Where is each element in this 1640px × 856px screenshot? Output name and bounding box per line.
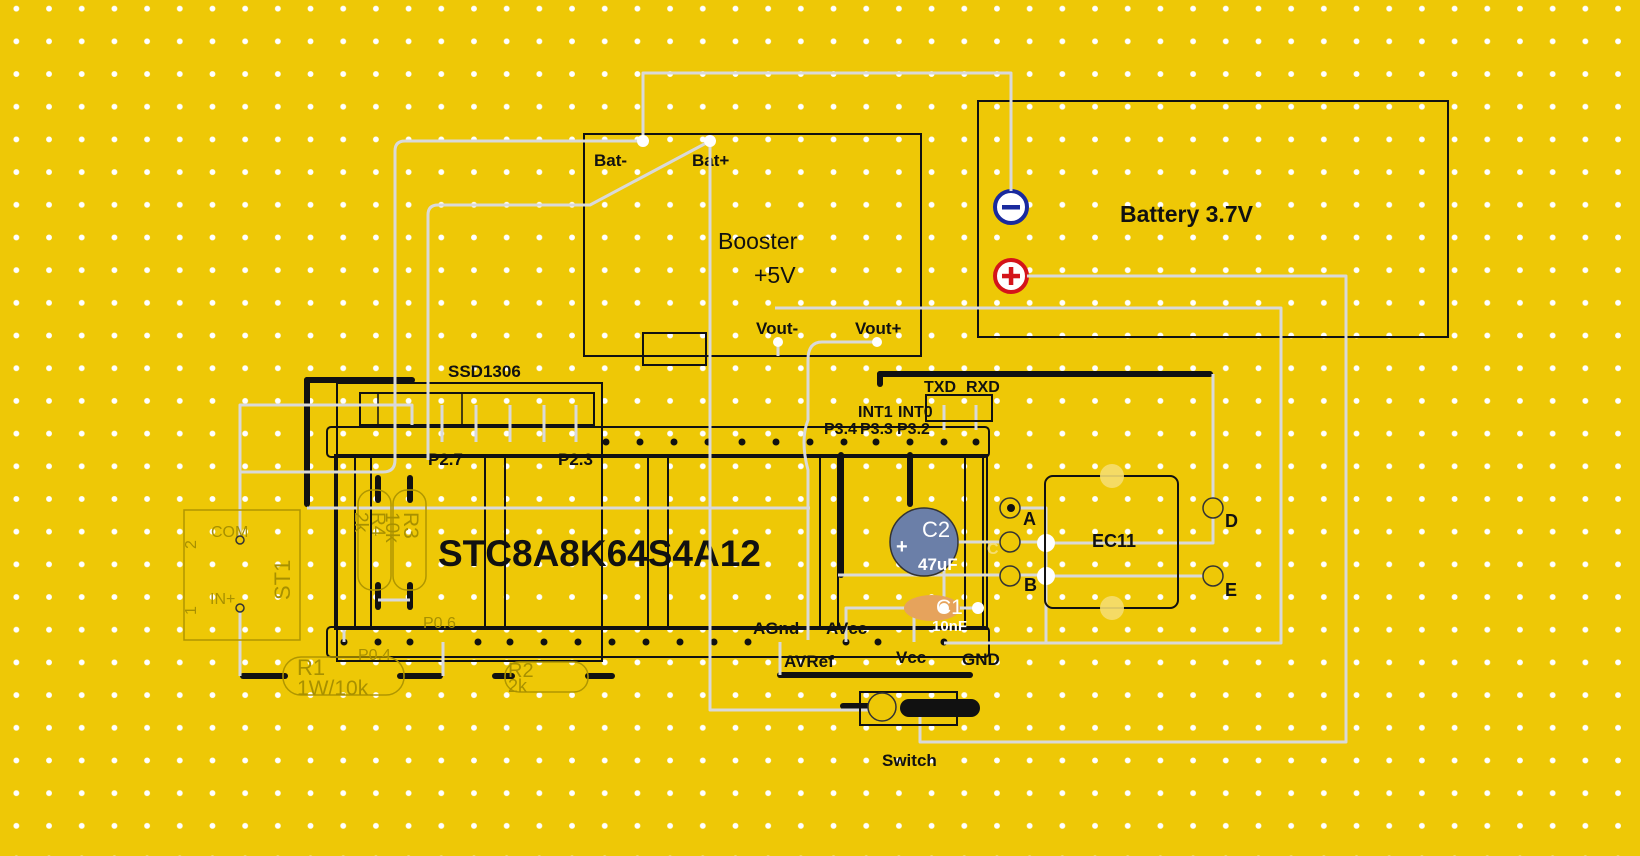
wire-joints — [637, 135, 1055, 614]
booster-title: Booster — [718, 228, 798, 254]
minus-sign-icon — [1002, 205, 1020, 210]
booster-pin-bat-minus: Bat- — [594, 151, 627, 170]
r4-value: 2k — [350, 512, 371, 533]
plus-sign-v-icon — [1008, 267, 1014, 285]
booster-voltage: +5V — [754, 262, 796, 288]
encoder-pin-a: A — [1023, 509, 1036, 529]
r3-body — [392, 489, 427, 591]
encoder-pin-e: E — [1225, 580, 1237, 600]
header-pins — [340, 438, 980, 646]
r4-body — [357, 489, 392, 591]
mcu-pin-p33: P3.3 — [860, 421, 893, 438]
r1-body — [282, 656, 405, 696]
r4-name: R4 — [367, 512, 388, 537]
switch-lever — [900, 699, 980, 717]
ssd1306-display: SSD1306 P2.7 P2.3 — [336, 362, 603, 662]
mcu-pin-gnd: GND — [962, 650, 1000, 669]
mcu-pin-p34: P3.4 — [824, 421, 857, 438]
st1-num-2: 2 — [183, 540, 200, 549]
mcu-pin-p06: P0.6 — [423, 615, 456, 632]
display-outline — [336, 382, 603, 662]
mcu-pin-int1: INT1 — [858, 404, 893, 421]
mcu-label: STC8A8K64S4A12 — [438, 533, 761, 574]
switch-knob — [867, 692, 897, 722]
resistor-r3-r4: R3 10k R4 2k — [350, 489, 427, 591]
resistor-r1: R1 1W/10k — [282, 655, 405, 700]
st1-outline — [183, 509, 301, 641]
encoder-pin-c: C — [987, 541, 999, 558]
capacitor-c2: C2 47uF + — [889, 507, 959, 577]
r3-value: 10k — [381, 512, 402, 543]
booster-pin-vout-minus: Vout- — [756, 319, 798, 338]
display-label: SSD1306 — [448, 362, 521, 381]
encoder-pin-b: B — [1024, 575, 1037, 595]
st1-pin-in: IN+ — [210, 591, 235, 608]
mcu-pin-avcc: AVcc — [826, 619, 867, 638]
c2-name: C2 — [922, 517, 950, 542]
inner-bar-2 — [484, 455, 506, 629]
pin-pads — [939, 504, 1015, 613]
battery: Battery 3.7V — [977, 100, 1449, 338]
uart-header: TXD RXD INT1 INT0 P3.4 P3.3 P3.2 — [824, 379, 1000, 438]
switch: Switch — [859, 691, 980, 770]
mcu-pin-txd: TXD — [924, 379, 956, 396]
booster-outline — [583, 133, 922, 357]
r1-name: R1 — [297, 655, 325, 680]
st1-sensor: COM IN+ 2 1 ST1 — [183, 509, 301, 641]
r3-name: R3 — [399, 512, 422, 539]
c2-body — [889, 507, 959, 577]
c2-polarity: + — [896, 536, 908, 558]
c1-body — [904, 595, 960, 621]
booster-module: Booster +5V Bat- Bat+ Vout- Vout+ — [583, 133, 922, 366]
inner-bar-3 — [647, 455, 669, 629]
battery-label: Battery 3.7V — [1120, 201, 1254, 227]
ec11-encoder: EC11 A C B D E — [987, 464, 1238, 620]
st1-num-1: 1 — [183, 606, 200, 615]
mcu-pin-p04: P0.4 — [358, 647, 391, 664]
mcu-pin-p23: P2.3 — [558, 450, 593, 469]
booster-pin-vout-plus: Vout+ — [855, 319, 902, 338]
c2-value: 47uF — [918, 555, 958, 574]
wires — [238, 71, 1348, 744]
mcu-pin-avref: AVRef — [784, 652, 834, 671]
mcu-pin-int0: INT0 — [898, 404, 933, 421]
r1-value: 1W/10k — [297, 677, 369, 700]
mcu-pin-vcc: Vcc — [896, 648, 926, 667]
r2-body — [504, 661, 589, 693]
r2-name: R2 — [508, 660, 534, 682]
resistor-r2: R2 2k — [504, 660, 589, 696]
switch-label: Switch — [882, 751, 937, 770]
mcu-pin-agnd: AGnd — [753, 619, 799, 638]
battery-outline — [977, 100, 1449, 338]
r2-value: 2k — [508, 676, 528, 696]
bottom-pin-labels: AGnd AVcc AVRef Vcc GND P0.6 P0.4 — [358, 615, 1000, 671]
encoder-pin-d: D — [1225, 511, 1238, 531]
inner-bar-4 — [819, 455, 839, 629]
st1-name: ST1 — [270, 560, 295, 600]
mcu-pin-p27: P2.7 — [428, 450, 463, 469]
capacitor-c1: C1 10nF — [904, 595, 967, 635]
c1-value: 10nF — [932, 618, 967, 635]
mcu-pin-p32: P3.2 — [897, 421, 930, 438]
inner-bar-1 — [354, 455, 372, 629]
mcu-pin-rxd: RXD — [966, 379, 1000, 396]
booster-usb-port — [642, 332, 707, 366]
c1-name: C1 — [936, 596, 963, 619]
encoder-label: EC11 — [1092, 531, 1136, 551]
